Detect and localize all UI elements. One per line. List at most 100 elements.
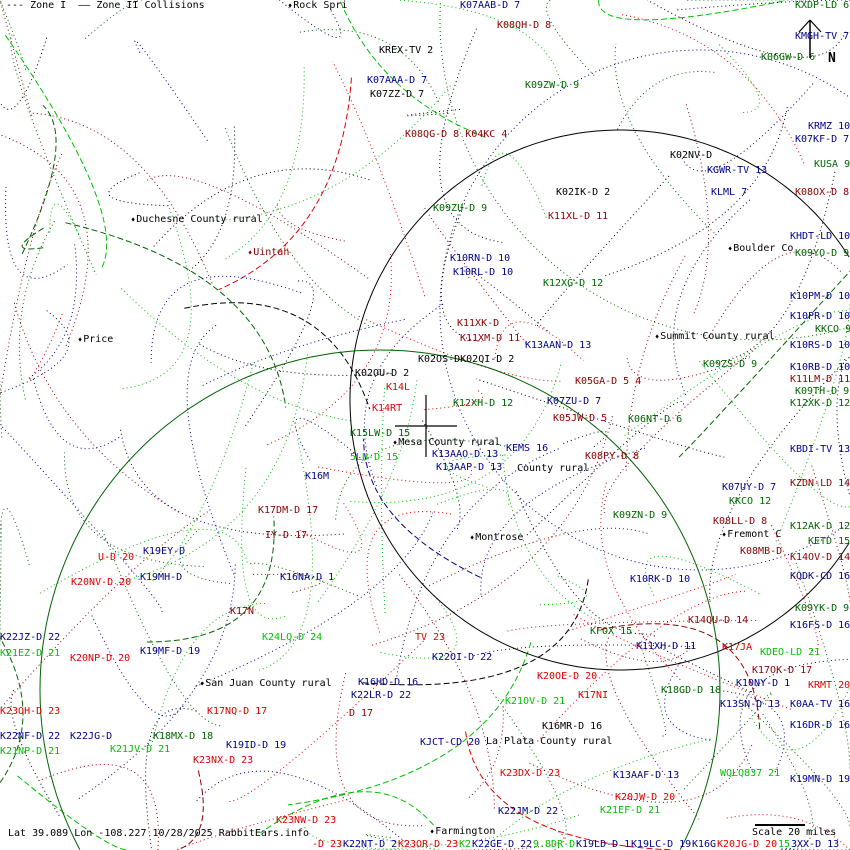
contour-line [364, 834, 439, 850]
station-label: K05JW-D 5 [553, 413, 608, 424]
contour-line [241, 465, 285, 620]
contour-line [363, 438, 481, 578]
contour-line [5, 186, 68, 279]
station-label: KDEO-LD 21 [760, 647, 821, 658]
contour-line [490, 689, 567, 850]
station-label: K11XL-D 11 [548, 211, 609, 222]
contour-line [279, 0, 342, 38]
contour-line [461, 265, 548, 332]
station-label: TV 23 [415, 632, 446, 643]
contour-line [150, 275, 302, 363]
station-label: K12XK-D 12 [790, 398, 850, 409]
station-label: K09ZN-D 9 [613, 510, 668, 521]
station-label: K18GD-D 18 [661, 685, 722, 696]
contour-line [726, 814, 850, 850]
station-label: K16HD-D 16 [358, 677, 419, 688]
contour-line [294, 417, 367, 464]
station-label: K10RL-D 10 [453, 267, 514, 278]
contour-line [175, 799, 348, 850]
coverage-contour [39, 349, 721, 850]
contour-line [4, 35, 108, 270]
station-label: K20JG-D 20 [717, 839, 778, 850]
station-label: K11XK-D [457, 318, 500, 329]
contour-line [318, 465, 472, 484]
station-label: KKCO 12 [729, 496, 772, 507]
station-label: K19ID-D 19 [226, 740, 287, 751]
station-label: K05GA-D 5 4 [575, 376, 642, 387]
contour-line [620, 13, 805, 164]
contour-line [646, 0, 847, 58]
contour-line [118, 286, 351, 422]
contour-line [146, 516, 275, 643]
station-label: La Plata County rural [486, 736, 613, 747]
contour-line [480, 446, 648, 595]
station-label: 9.8DR-D [533, 839, 576, 850]
station-label: KREX-TV 2 [379, 45, 434, 56]
contour-line [287, 642, 532, 806]
station-label: K07AAA-D 7 [367, 75, 428, 86]
city-label: San Juan County rural [200, 678, 331, 690]
station-label: K14OV-D 14 [790, 552, 850, 563]
station-label: K13AAN-D 13 [525, 340, 592, 351]
contour-line [678, 270, 850, 458]
city-label: Duchesne County rural [131, 214, 262, 226]
station-label: K08LL-D 8 [713, 516, 768, 527]
station-label: D 17 [349, 708, 374, 719]
contour-line [122, 207, 192, 390]
station-label: K23NX-D 23 [193, 755, 254, 766]
city-label: Uintah [248, 247, 289, 259]
station-label: K08PY-D 8 [585, 451, 640, 462]
crosshair-icon [395, 395, 457, 457]
station-label: K02IK-D 2 [556, 187, 611, 198]
contour-line [397, 0, 563, 87]
legend-zone1: --- Zone I [6, 0, 67, 11]
contour-line [27, 313, 63, 382]
contour-line [0, 0, 27, 71]
station-label: K23OR-D 23 [398, 839, 459, 850]
station-label: K02NV-D [670, 150, 713, 161]
contour-line [0, 37, 48, 110]
station-label: K10RS-D 10 [790, 340, 850, 351]
contour-line [381, 386, 386, 614]
contour-line [212, 85, 451, 222]
contour-line [405, 108, 461, 117]
city-label: Mesa County rural [393, 437, 500, 449]
city-label: Summit County rural [655, 331, 774, 343]
contour-line [266, 254, 392, 446]
station-label: K10RN-D 10 [450, 253, 511, 264]
station-label: K22JM-D 22 [498, 806, 559, 817]
contour-line [699, 360, 850, 508]
station-label: K20OE-D 20 [537, 671, 598, 682]
coverage-contour [349, 129, 850, 671]
contour-line [516, 491, 644, 635]
contour-line [200, 318, 405, 388]
contour-line [0, 0, 32, 116]
station-label: K23OH-D 23 [0, 706, 61, 717]
station-label: K10RK-D 10 [630, 574, 691, 585]
contour-line [603, 348, 757, 514]
station-label: K06NT-D 6 [628, 414, 683, 425]
contour-line [717, 43, 760, 114]
station-label: K12XG-D 12 [543, 278, 604, 289]
station-label: K18MX-D 18 [153, 731, 214, 742]
station-label: K21EZ-D 21 [0, 648, 61, 659]
station-label: K19LC-D 19 [631, 839, 692, 850]
contour-line [243, 280, 314, 429]
station-label: KXDP-LD 6 [795, 0, 850, 11]
station-label: 3XX-D 13 [791, 839, 840, 850]
contour-line [276, 203, 345, 242]
city-label: Rock Spri [288, 0, 347, 12]
station-label: KRMZ 10 [808, 121, 850, 132]
contour-line [225, 67, 305, 260]
station-label: K19MF-D 19 [140, 646, 201, 657]
station-label: K09YK-D 9 [795, 603, 850, 614]
contour-line [0, 637, 24, 783]
station-label: K23DX-D 23 [500, 768, 561, 779]
station-label: K16MR-D 16 [542, 721, 603, 732]
station-label: KUSA 9 [814, 159, 850, 170]
station-label: K19MN-D 19 [790, 774, 850, 785]
contour-line [685, 104, 710, 317]
station-label: K07AAB-D 7 [460, 0, 521, 11]
contour-line [0, 380, 3, 438]
